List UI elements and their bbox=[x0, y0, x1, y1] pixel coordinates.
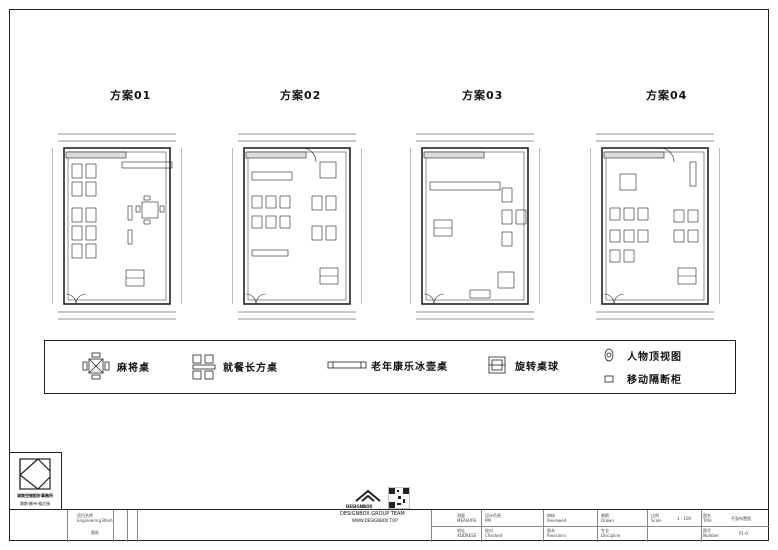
legend-item-person: 人物顶视图 bbox=[603, 347, 682, 363]
floor-plan-02 bbox=[232, 126, 362, 326]
legend-item-foosball: 旋转桌球 bbox=[487, 355, 559, 375]
tb-address-en: ADDRESS bbox=[457, 533, 477, 538]
floor-plan-03-drawing bbox=[410, 133, 540, 320]
studio-logo-panel: 湖南空間設計事務所 湖南·郴州·裕后街 bbox=[9, 452, 62, 510]
tb-check-label: 校对 bbox=[485, 528, 493, 533]
legend-label-curling: 老年康乐冰壶桌 bbox=[371, 361, 448, 373]
tb-discipline-en: Discipline bbox=[601, 533, 621, 538]
designbox-logo-icon bbox=[355, 489, 381, 502]
tb-project-label: 项目名称 bbox=[77, 513, 93, 518]
movable-partition-icon bbox=[604, 375, 614, 382]
tb-number-en: Number bbox=[703, 533, 720, 538]
dining-table-icon bbox=[192, 354, 216, 380]
brand-url: WWW.DESIGNBOX.TOP bbox=[352, 518, 398, 523]
tb-review-en: Reviewed bbox=[547, 518, 567, 523]
tb-scale-value: 1 : 100 bbox=[677, 516, 692, 521]
scheme-title-04: 方案04 bbox=[646, 89, 688, 102]
legend-box: 麻将桌 就餐长方桌 老年康乐冰壶桌 旋转桌球 bbox=[44, 340, 736, 394]
tb-revision-label: 版本 bbox=[547, 528, 555, 533]
tb-pm-en: PM bbox=[485, 518, 491, 523]
scheme-title-01: 方案01 bbox=[110, 89, 152, 102]
tb-title-value: 平面布置图 bbox=[731, 516, 751, 521]
floor-plan-02-drawing bbox=[232, 133, 362, 320]
studio-name: 湖南空間設計事務所 bbox=[17, 493, 53, 498]
tb-discipline-label: 专业 bbox=[601, 528, 609, 533]
scheme-title-03: 方案03 bbox=[462, 89, 504, 102]
brand-team: DESIGNBOX GROUP TEAM bbox=[340, 511, 405, 517]
studio-logo-icon bbox=[19, 458, 51, 490]
tb-number-value: P1-0 bbox=[739, 531, 748, 536]
floor-plan-03 bbox=[410, 126, 540, 326]
legend-label-dining: 就餐长方桌 bbox=[223, 362, 278, 374]
legend-label-person: 人物顶视图 bbox=[627, 351, 682, 363]
tb-drawn-label: 制图 bbox=[601, 513, 609, 518]
tb-scale-label: 比例 bbox=[651, 513, 659, 518]
tb-scale-en: Scale bbox=[651, 518, 662, 523]
legend-item-mahjong: 麻将桌 bbox=[81, 351, 150, 381]
curling-table-icon bbox=[327, 361, 367, 369]
brand-name: DESIGNBOX bbox=[346, 504, 373, 509]
legend-label-mahjong: 麻将桌 bbox=[117, 362, 150, 374]
tb-check-en: Checked bbox=[485, 533, 503, 538]
tb-drawn-en: Drawn bbox=[601, 518, 614, 523]
legend-item-dining: 就餐长方桌 bbox=[191, 351, 278, 381]
foosball-table-icon bbox=[488, 356, 506, 374]
scheme-title-02: 方案02 bbox=[280, 89, 322, 102]
tb-title-label: 图名 bbox=[703, 513, 711, 518]
person-top-view-icon bbox=[604, 348, 614, 362]
tb-project-value: Engineering Blam bbox=[77, 518, 113, 523]
floor-plan-04-drawing bbox=[590, 133, 720, 320]
legend-label-foosball: 旋转桌球 bbox=[515, 361, 559, 373]
mahjong-table-icon bbox=[82, 352, 110, 380]
tb-revision-en: Revisions bbox=[547, 533, 566, 538]
tb-sheet-label: 图纸 bbox=[91, 530, 99, 535]
drawing-sheet bbox=[9, 9, 769, 541]
legend-item-curling: 老年康乐冰壶桌 bbox=[327, 357, 448, 373]
title-block: 项目名称 Engineering Blam 图纸 测量 MEASURE 地址 A… bbox=[9, 509, 769, 542]
tb-review-label: 审核 bbox=[547, 513, 555, 518]
floor-plan-01-drawing bbox=[52, 133, 182, 320]
floor-plan-04 bbox=[590, 126, 720, 326]
legend-label-partition: 移动隔断柜 bbox=[627, 375, 682, 386]
brand-block: DESIGNBOX DESIGNBOX GROUP TEAM WWW.DESIG… bbox=[340, 487, 420, 537]
tb-pm-label: 设计负责 bbox=[485, 513, 501, 518]
floor-plan-01 bbox=[52, 126, 182, 326]
tb-measure-label: 测量 bbox=[457, 513, 465, 518]
tb-title-en: Title bbox=[703, 518, 712, 523]
tb-number-label: 图号 bbox=[703, 528, 711, 533]
tb-measure-en: MEASURE bbox=[457, 518, 477, 523]
qr-code-icon bbox=[388, 487, 410, 509]
studio-contact: 湖南·郴州·裕后街 bbox=[19, 501, 51, 506]
tb-address-label: 地址 bbox=[457, 528, 465, 533]
legend-item-partition: 移动隔断柜 bbox=[603, 371, 682, 386]
